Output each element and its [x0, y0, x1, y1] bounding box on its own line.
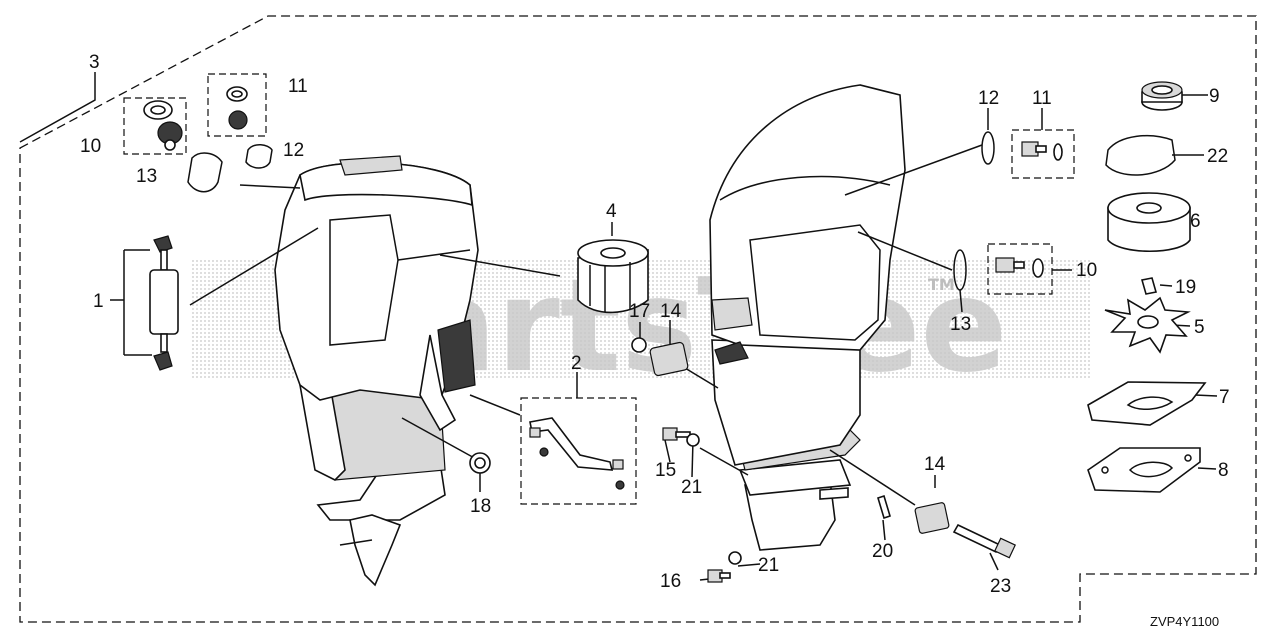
washer-17: [631, 337, 647, 353]
bolt-15: [662, 427, 691, 441]
bolt-16: [707, 569, 731, 583]
cover-seal-12-left: [245, 144, 273, 169]
callout-4: 4: [606, 201, 617, 222]
callout-13-right: 13: [950, 314, 971, 335]
cover-seal-13-left: [187, 152, 223, 193]
callout-12-left: 12: [283, 140, 304, 161]
pump-gasket-8: [1087, 447, 1201, 493]
callout-14-right: 14: [924, 454, 946, 475]
callout-1: 1: [93, 291, 104, 312]
pump-housing-6: [1107, 192, 1191, 253]
callout-labels: 3 10 11 13 12 1 4 17 14 2 18 15 21 16 21…: [80, 52, 1230, 597]
right-outboard-motor: [709, 84, 906, 551]
callout-6: 6: [1190, 211, 1201, 232]
callout-3: 3: [89, 52, 100, 73]
callout-19: 19: [1175, 277, 1196, 298]
kit-boxes: [123, 73, 1075, 505]
left-outboard-motor: [274, 155, 479, 587]
gasket-22: [1105, 134, 1176, 176]
washer-21-upper: [686, 433, 700, 447]
kit-10-right-parts: [995, 257, 1044, 278]
watermark-trademark: TM: [928, 275, 955, 294]
seal-12-right: [981, 131, 995, 165]
callout-12-right: 12: [978, 88, 999, 109]
bolt-23: [952, 523, 1017, 559]
pump-plate-7: [1087, 381, 1207, 426]
callout-21-upper: 21: [681, 477, 702, 498]
leader-lines: [19, 72, 1218, 581]
bracket-kit-2: [529, 417, 625, 490]
callout-15: 15: [655, 460, 676, 481]
callout-21-lower: 21: [758, 555, 779, 576]
callout-5: 5: [1194, 317, 1205, 338]
callout-11-right: 11: [1032, 88, 1052, 109]
callout-10-left: 10: [80, 136, 101, 157]
pin-20: [877, 494, 891, 520]
impeller-5: [1104, 296, 1191, 354]
seal-13-right: [953, 249, 967, 291]
key-19: [1140, 277, 1158, 295]
callout-18: 18: [470, 496, 491, 517]
callout-7: 7: [1219, 387, 1230, 408]
callout-13-left: 13: [136, 166, 157, 187]
kit-10-parts: [143, 100, 183, 151]
oil-filter: [577, 239, 649, 314]
anode-14-right: [914, 502, 950, 534]
fuel-filter: [149, 235, 179, 371]
callout-14-left: 14: [660, 301, 682, 322]
assembly-frame: [19, 15, 1257, 623]
diagram-code: ZVP4Y1100: [1150, 614, 1219, 629]
callout-11-left: 11: [288, 76, 308, 97]
callout-22: 22: [1207, 146, 1228, 167]
seal-9: [1141, 81, 1183, 111]
washer-18-inner: [474, 457, 486, 469]
callout-10-right: 10: [1076, 260, 1097, 281]
callout-20: 20: [872, 541, 893, 562]
callout-17: 17: [629, 301, 650, 322]
callout-8: 8: [1218, 460, 1229, 481]
callout-2: 2: [571, 353, 582, 374]
anode-14-left: [649, 341, 689, 377]
callout-16: 16: [660, 571, 681, 592]
callout-23: 23: [990, 576, 1011, 597]
callout-9: 9: [1209, 86, 1220, 107]
washer-21-lower: [728, 551, 742, 565]
kit-11-right-parts: [1021, 141, 1063, 161]
kit-11-parts: [226, 86, 248, 130]
